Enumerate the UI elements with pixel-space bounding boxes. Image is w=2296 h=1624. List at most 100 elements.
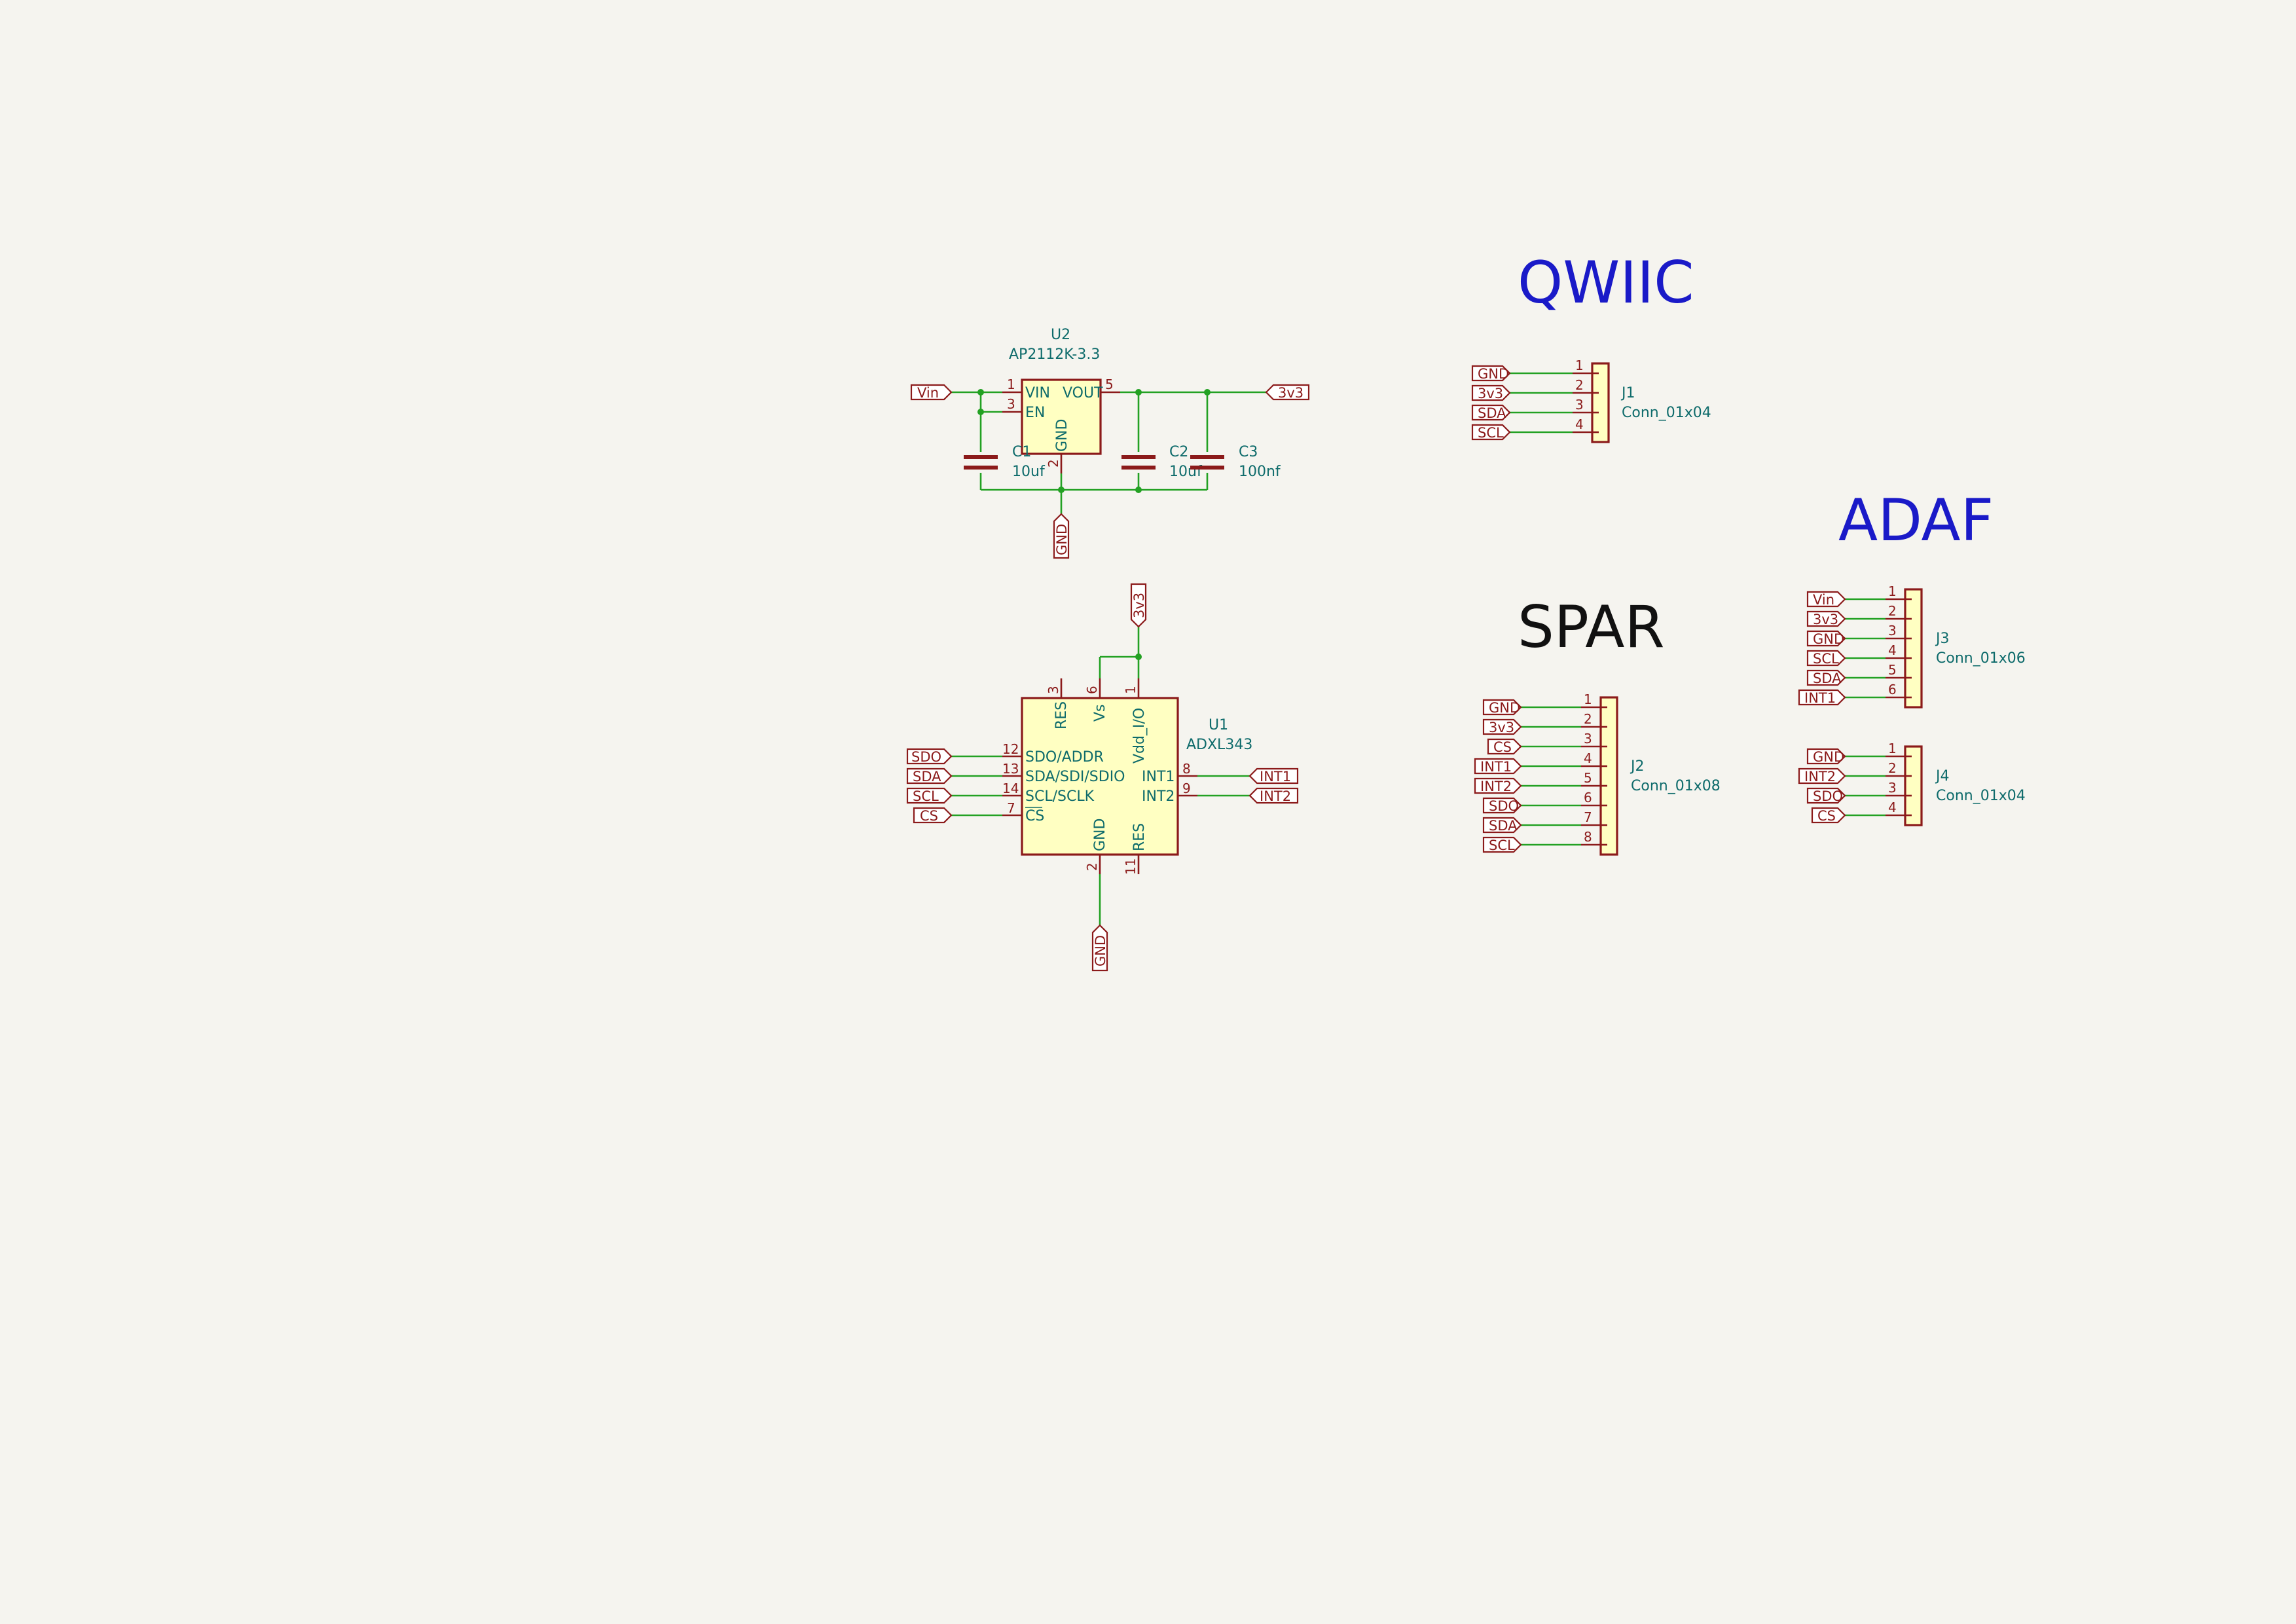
net-label-shape — [1482, 797, 1522, 814]
net-label-sdo[interactable]: SDO — [1482, 797, 1522, 814]
net-label-text: CS — [1493, 739, 1512, 755]
net-label-scl[interactable]: SCL — [1482, 836, 1522, 853]
net-label-text: INT2 — [1804, 769, 1836, 784]
net-label-sdo[interactable]: SDO — [1806, 787, 1846, 804]
connector-ref: J3 — [1935, 631, 1950, 647]
capacitor-c2[interactable]: C2 10uf — [1121, 444, 1203, 480]
net-label-gnd[interactable]: GND — [1471, 365, 1511, 382]
connector-pin-number: 1 — [1575, 358, 1584, 373]
net-label-text: GND — [1093, 935, 1108, 967]
net-label-3v3-regulator[interactable]: 3v3 — [1265, 384, 1310, 401]
net-label-sda-left[interactable]: SDA — [906, 767, 953, 784]
net-label-int2-right[interactable]: INT2 — [1248, 787, 1299, 804]
net-label-sda[interactable]: SDA — [1482, 817, 1522, 834]
connector-j2[interactable]: J2Conn_01x081GND23v33CS4INT15INT26SDO7SD… — [1474, 692, 1721, 856]
connector-pin-number: 4 — [1584, 750, 1592, 766]
c3-ref: C3 — [1239, 444, 1258, 460]
u1-pin-res-bottom-name: RES — [1131, 823, 1148, 851]
net-label-shape — [1474, 758, 1522, 775]
net-label-gnd[interactable]: GND — [1482, 699, 1522, 716]
connector-body — [1591, 362, 1610, 443]
net-label-shape — [1798, 689, 1846, 706]
u1-pin-vs-name: Vs — [1092, 704, 1108, 722]
capacitor-c1[interactable]: C1 10uf — [964, 444, 1046, 480]
u1-accelerometer[interactable]: U1 ADXL343 RES Vs Vdd_I/O SDO/ADDR SDA/S… — [1002, 678, 1252, 875]
net-label-int1-right[interactable]: INT1 — [1248, 767, 1299, 784]
u1-pin-int1-name: INT1 — [1142, 769, 1175, 785]
net-label-scl[interactable]: SCL — [1806, 650, 1846, 667]
net-label-3v3[interactable]: 3v3 — [1471, 384, 1511, 401]
net-label-shape — [1471, 424, 1511, 441]
net-label-sda[interactable]: SDA — [1806, 669, 1846, 686]
net-label-text: 3v3 — [1131, 593, 1147, 618]
u1-pin-sda-num: 13 — [1002, 761, 1019, 777]
net-label-cs[interactable]: CS — [1487, 738, 1522, 755]
u2-pin-vin-num: 1 — [1007, 377, 1015, 392]
net-label-scl-left[interactable]: SCL — [906, 787, 953, 804]
net-label-3v3[interactable]: 3v3 — [1806, 610, 1846, 627]
u1-pin-scl-num: 14 — [1002, 781, 1019, 796]
net-label-text: 3v3 — [1278, 385, 1303, 401]
net-label-3v3[interactable]: 3v3 — [1482, 718, 1522, 735]
net-label-shape — [1474, 777, 1522, 794]
net-label-text: CS — [920, 808, 938, 824]
net-label-shape — [1482, 699, 1522, 716]
connector-pin-number: 3 — [1888, 623, 1897, 638]
connector-value: Conn_01x04 — [1622, 405, 1711, 421]
connector-pin-number: 4 — [1575, 416, 1584, 432]
u1-pin-sdo-num: 12 — [1002, 741, 1019, 757]
net-label-text: SCL — [913, 788, 939, 804]
net-label-shape — [1806, 591, 1846, 608]
net-label-text: SCL — [1478, 425, 1504, 441]
net-label-cs[interactable]: CS — [1811, 807, 1846, 824]
net-label-gnd-regulator[interactable]: GND — [1053, 513, 1070, 559]
net-label-gnd[interactable]: GND — [1806, 630, 1846, 647]
u1-body — [1021, 697, 1179, 856]
accelerometer-wires — [951, 627, 1250, 925]
net-label-shape — [1482, 817, 1522, 834]
net-label-shape — [1487, 738, 1522, 755]
net-label-text: GND — [1813, 631, 1844, 647]
net-label-gnd-accelerometer[interactable]: GND — [1091, 924, 1108, 972]
net-label-int1[interactable]: INT1 — [1798, 689, 1846, 706]
net-label-scl[interactable]: SCL — [1471, 424, 1511, 441]
net-label-text: 3v3 — [1478, 386, 1503, 401]
connector-pin-number: 6 — [1888, 682, 1897, 697]
connector-body — [1904, 745, 1923, 826]
net-label-vin-regulator[interactable]: Vin — [910, 384, 953, 401]
u2-pin-vin-name: VIN — [1025, 385, 1050, 401]
net-label-text: SDA — [1478, 405, 1506, 421]
connector-pin-number: 3 — [1575, 397, 1584, 413]
net-label-int2[interactable]: INT2 — [1798, 767, 1846, 784]
net-label-3v3-accelerometer[interactable]: 3v3 — [1130, 583, 1147, 628]
net-label-shape — [1806, 650, 1846, 667]
u1-pin-res-top-name: RES — [1053, 701, 1070, 729]
net-label-int1[interactable]: INT1 — [1474, 758, 1522, 775]
u2-pin-gnd-num: 2 — [1046, 459, 1061, 468]
net-label-int2[interactable]: INT2 — [1474, 777, 1522, 794]
u2-regulator[interactable]: U2 AP2112K-3.3 VIN VOUT EN GND 1 3 5 2 — [1002, 327, 1120, 473]
net-label-text: INT1 — [1480, 759, 1512, 775]
capacitor-c3[interactable]: C3 100nf — [1190, 444, 1281, 480]
net-label-shape — [1806, 787, 1846, 804]
u2-ref: U2 — [1051, 327, 1070, 343]
connector-ref: J2 — [1630, 758, 1645, 775]
net-label-sdo-left[interactable]: SDO — [906, 748, 953, 765]
u2-pin-vout-name: VOUT — [1063, 385, 1103, 401]
net-label-shape — [1471, 404, 1511, 421]
u1-pin-vdd-num: 1 — [1123, 686, 1139, 694]
net-label-text: SDO — [1813, 788, 1843, 804]
connector-pin-number: 2 — [1575, 377, 1584, 393]
net-label-sda[interactable]: SDA — [1471, 404, 1511, 421]
net-label-text: CS — [1817, 808, 1836, 824]
net-label-vin[interactable]: Vin — [1806, 591, 1846, 608]
net-label-text: SDO — [911, 749, 941, 765]
net-label-cs-left[interactable]: CS — [913, 807, 953, 824]
u1-pin-res-top-num: 3 — [1046, 686, 1061, 694]
net-label-text: SDA — [913, 769, 941, 784]
net-label-gnd[interactable]: GND — [1806, 748, 1846, 765]
net-label-shape — [1482, 718, 1522, 735]
